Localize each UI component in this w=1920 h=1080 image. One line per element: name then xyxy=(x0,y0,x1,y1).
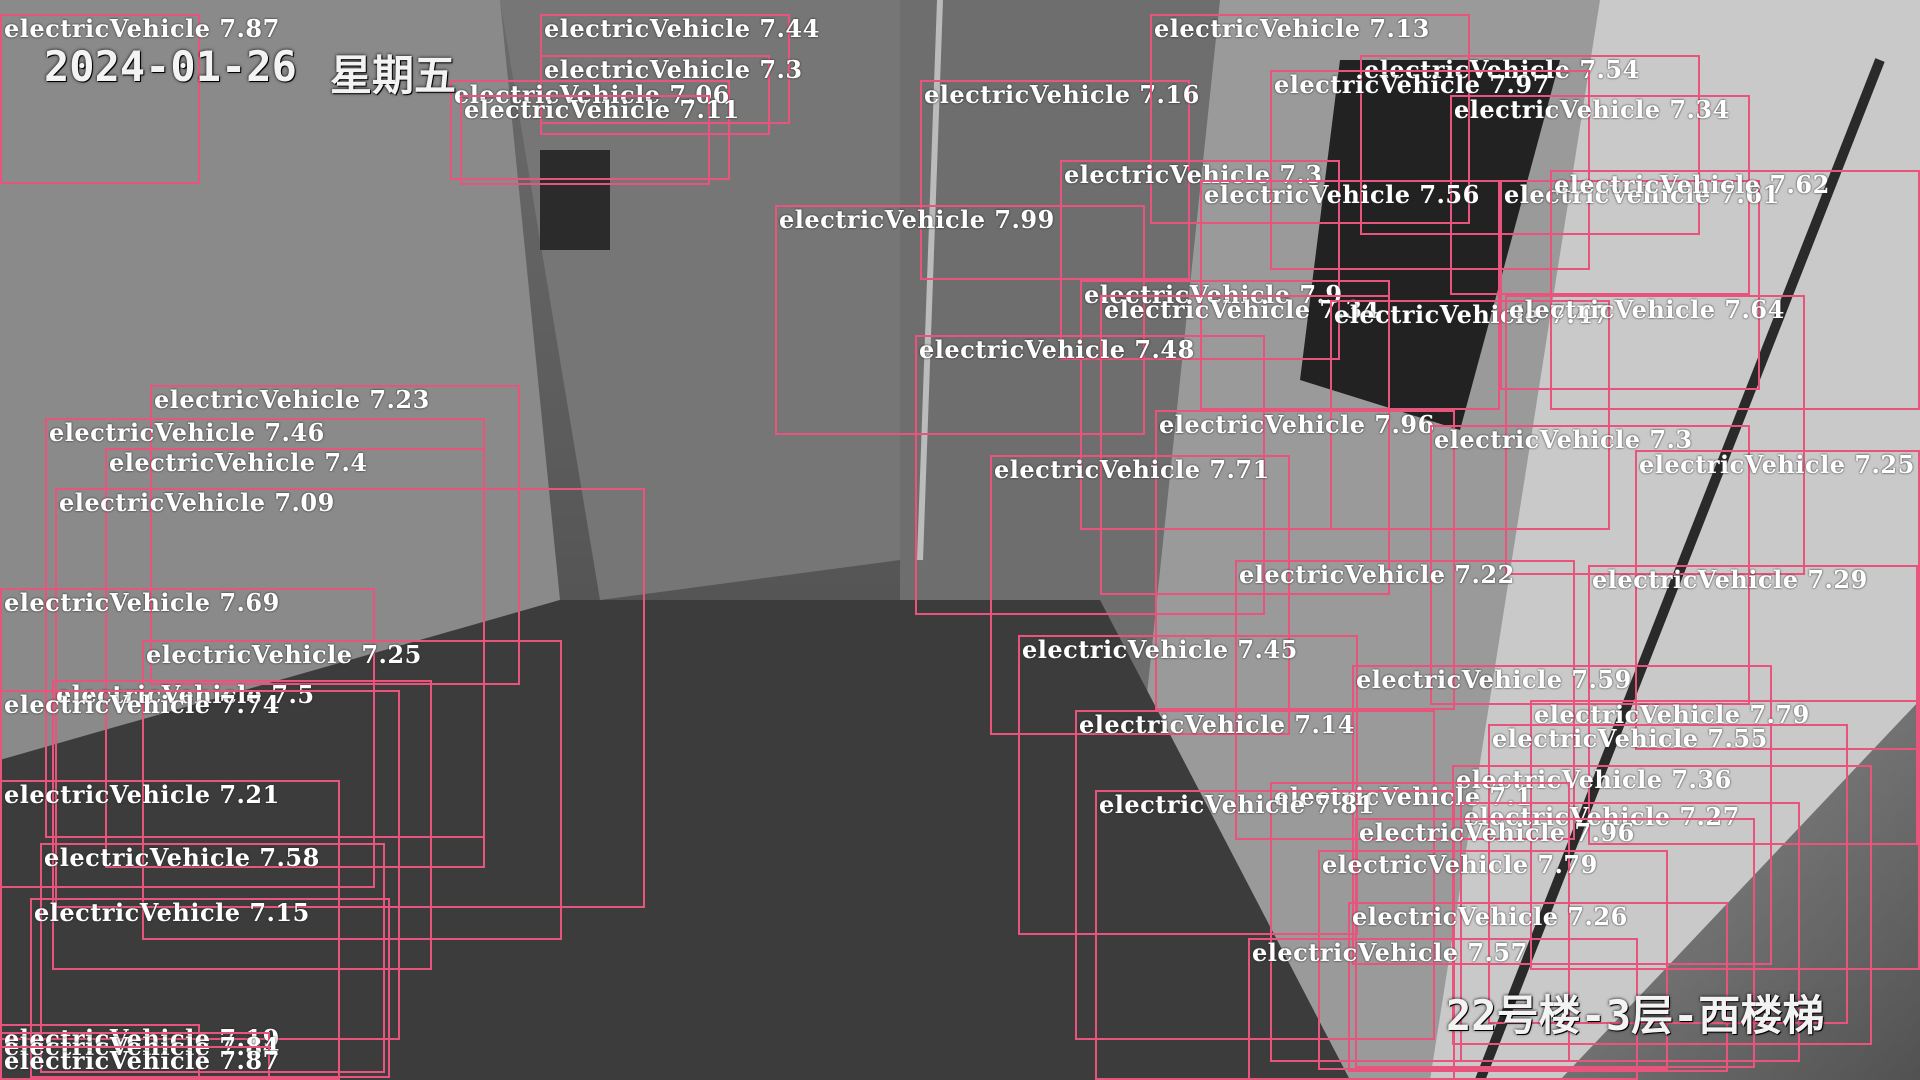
detection-box: electricVehicle 7.45 xyxy=(1018,635,1358,935)
detection-label: electricVehicle 7.09 xyxy=(59,488,335,517)
timestamp-weekday: 星期五 xyxy=(330,51,457,100)
detection-box: electricVehicle 7.62 xyxy=(1550,170,1920,410)
detection-box: electricVehicle 7.09 xyxy=(55,488,645,908)
detection-label: electricVehicle 7.62 xyxy=(1554,170,1830,199)
detection-box: electricVehicle 7.87 xyxy=(0,14,279,184)
detection-label: electricVehicle 7.3 xyxy=(544,55,803,84)
detection-box: electricVehicle 7.25 xyxy=(142,640,562,940)
detection-box: electricVehicle 7.34 xyxy=(1100,295,1390,595)
detection-label: electricVehicle 7.56 xyxy=(1204,180,1480,209)
detection-label: electricVehicle 7.58 xyxy=(44,843,320,872)
detection-box: electricVehicle 7.13 xyxy=(1150,14,1470,224)
detection-label: electricVehicle 7.87 xyxy=(4,14,280,43)
detection-box: electricVehicle 7.54 xyxy=(1360,55,1700,235)
detection-label: electricVehicle 7.9 xyxy=(1084,280,1343,309)
detection-label: electricVehicle 7.57 xyxy=(1252,938,1528,967)
detection-label: electricVehicle 7.79 xyxy=(1322,850,1598,879)
detection-label: electricVehicle 7.87 xyxy=(4,1046,280,1075)
detection-label: electricVehicle 7.96 xyxy=(1359,818,1635,847)
detection-box: electricVehicle 7.25 xyxy=(1635,450,1920,750)
detection-box: electricVehicle 7.14 xyxy=(1075,710,1435,1040)
detection-label: electricVehicle 7.47 xyxy=(1334,300,1610,329)
detection-box: electricVehicle 7.48 xyxy=(915,335,1265,615)
detection-label: electricVehicle 7.74 xyxy=(4,690,280,719)
detection-label: electricVehicle 7.13 xyxy=(1154,14,1430,43)
detection-box: electricVehicle 7.15 xyxy=(30,898,390,1078)
detection-label: electricVehicle 7.81 xyxy=(1099,790,1375,819)
detection-box: electricVehicle 7.19 xyxy=(0,1024,279,1080)
detection-box: electricVehicle 7.64 xyxy=(1505,295,1805,575)
detection-label: electricVehicle 7.45 xyxy=(1022,635,1298,664)
detection-label: electricVehicle 7.25 xyxy=(1639,450,1915,479)
detection-box: electricVehicle 7.9 xyxy=(1080,280,1390,530)
detection-box: electricVehicle 7.4 xyxy=(105,448,485,868)
detection-label: electricVehicle 7.61 xyxy=(1504,180,1780,209)
detection-label: electricVehicle 7.69 xyxy=(4,588,280,617)
detection-label: electricVehicle 7.54 xyxy=(1364,55,1640,84)
detection-label: electricVehicle 7.22 xyxy=(1239,560,1515,589)
detection-box: electricVehicle 7.96 xyxy=(1355,818,1755,1068)
detection-box: electricVehicle 7.58 xyxy=(40,843,385,1073)
detection-label: electricVehicle 7.26 xyxy=(1352,902,1628,931)
detection-label: electricVehicle 7.19 xyxy=(4,1024,280,1053)
camera-location-label: 22号楼-3层-西楼梯 xyxy=(1446,991,1825,1040)
detection-label: electricVehicle 7.21 xyxy=(4,780,280,809)
detection-label: electricVehicle 7.27 xyxy=(1464,802,1740,831)
detection-label: electricVehicle 7.06 xyxy=(454,80,730,109)
detection-box: electricVehicle 7.87 xyxy=(0,1046,279,1080)
detection-label: electricVehicle 7.25 xyxy=(146,640,422,669)
detection-box: electricVehicle 7.79 xyxy=(1318,850,1668,1070)
detection-label: electricVehicle 7.29 xyxy=(1592,565,1868,594)
detection-label: electricVehicle 7.4 xyxy=(109,448,368,477)
detection-label: electricVehicle 7.97 xyxy=(1274,70,1550,99)
detection-label: electricVehicle 7.48 xyxy=(919,335,1195,364)
detection-label: electricVehicle 7.1 xyxy=(1274,782,1533,811)
detection-label: electricVehicle 7.15 xyxy=(34,898,310,927)
detection-box: electricVehicle 7.06 xyxy=(450,80,730,180)
detection-label: electricVehicle 7.14 xyxy=(1079,710,1355,739)
detection-label: electricVehicle 7.71 xyxy=(994,455,1270,484)
detection-label: electricVehicle 7.96 xyxy=(1159,410,1435,439)
detection-box: electricVehicle 7.5 xyxy=(52,680,432,970)
detection-box: electricVehicle 7.61 xyxy=(1500,180,1779,390)
detection-box: electricVehicle 7.23 xyxy=(150,385,520,685)
detection-label: electricVehicle 7.11 xyxy=(464,95,740,124)
detection-label: electricVehicle 7.44 xyxy=(544,14,820,43)
detection-label: electricVehicle 7.3 xyxy=(1064,160,1323,189)
detection-label: electricVehicle 7.64 xyxy=(1509,295,1785,324)
detection-label: electricVehicle 7.34 xyxy=(1454,95,1730,124)
detection-box: electricVehicle 7.55 xyxy=(1488,724,1848,1024)
detection-label: electricVehicle 7.59 xyxy=(1356,665,1632,694)
detection-box: electricVehicle 7.34 xyxy=(1450,95,1750,295)
detection-label: electricVehicle 7.46 xyxy=(49,418,325,447)
detection-box: electricVehicle 7.1 xyxy=(1270,782,1570,1062)
detection-box: electricVehicle 7.99 xyxy=(775,205,1145,435)
detection-box: electricVehicle 7.26 xyxy=(1348,902,1728,1072)
detection-box: electricVehicle 7.47 xyxy=(1330,300,1610,530)
detection-box: electricVehicle 7.59 xyxy=(1352,665,1772,965)
detection-box: electricVehicle 7.3 xyxy=(540,55,802,135)
detection-label: electricVehicle 7.23 xyxy=(154,385,430,414)
detection-label: electricVehicle 7.3 xyxy=(1434,425,1693,454)
detection-box: electricVehicle 7.71 xyxy=(990,455,1290,735)
detection-box: electricVehicle 7.57 xyxy=(1248,938,1638,1080)
detection-label: electricVehicle 7.5 xyxy=(56,680,315,709)
detection-label: electricVehicle 7.16 xyxy=(924,80,1200,109)
detection-box: electricVehicle 7.97 xyxy=(1270,70,1590,270)
detection-label: electricVehicle 7.34 xyxy=(1104,295,1380,324)
detection-label: electricVehicle 7.99 xyxy=(779,205,1055,234)
detection-box: electricVehicle 7.27 xyxy=(1460,802,1800,1062)
detection-box: electricVehicle 7.16 xyxy=(920,80,1199,280)
detection-box: electricVehicle 7.11 xyxy=(460,95,739,185)
detection-label: electricVehicle 7.55 xyxy=(1492,724,1768,753)
timestamp-date: 2024-01-26 xyxy=(44,42,297,91)
detection-label: electricVehicle 7.36 xyxy=(1456,765,1732,794)
